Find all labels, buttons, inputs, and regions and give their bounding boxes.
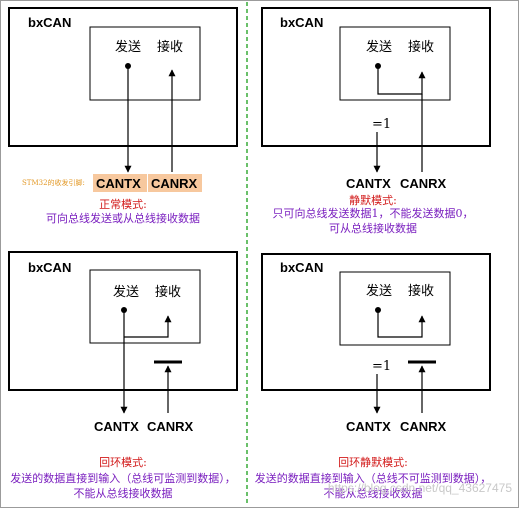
canrx-pin: CANRX — [400, 419, 447, 434]
cantx-pin: CANTX — [94, 419, 139, 434]
transceiver-box — [339, 26, 451, 101]
bxcan-block — [8, 251, 238, 391]
pin-note: STM32的收发引脚: — [22, 178, 85, 187]
cantx-pin: CANTX — [346, 419, 391, 434]
tx-label: 发送 — [366, 283, 392, 299]
internal-loop-arrow — [124, 315, 172, 338]
mode-description-line-2: 可从总线接收数据 — [329, 221, 417, 235]
mode-name: 正常模式: — [99, 198, 147, 211]
transceiver-box — [339, 271, 451, 346]
mode-name: 静默模式: — [349, 193, 397, 207]
mode-description-line-2: 不能从总线接收数据 — [324, 486, 423, 500]
canrx-pin: CANRX — [400, 176, 447, 191]
canrx-pin: CANRX — [151, 176, 198, 191]
bxcan-title: bxCAN — [28, 15, 71, 30]
watermark: https://blog.csdn.net/qq_43627475 — [328, 481, 512, 495]
mode-description-line-1: 只可向总线发送数据1，不能发送数据0， — [273, 206, 474, 220]
rx-label: 接收 — [155, 284, 181, 300]
tx-label: 发送 — [366, 39, 392, 55]
bxcan-block — [261, 7, 491, 147]
tx-label: 发送 — [113, 284, 139, 300]
panel-normal-mode: bxCAN 发送 接收 STM32的收发引脚: CANTX CANRX 正常模式… — [8, 7, 238, 225]
recessive-level: =1 — [372, 359, 391, 374]
rx-label: 接收 — [408, 283, 434, 299]
cantx-pin: CANTX — [346, 176, 391, 191]
bxcan-title: bxCAN — [280, 260, 323, 275]
rx-label: 接收 — [157, 39, 183, 55]
cantx-pin: CANTX — [96, 176, 141, 191]
mode-description-line-1: 可向总线发送或从总线接收数据 — [46, 211, 200, 225]
mode-name: 回环静默模式: — [338, 455, 408, 469]
bxcan-block — [8, 7, 238, 147]
internal-loop-arrow — [377, 310, 426, 338]
panel-loopback-silent-mode: bxCAN 发送 接收 =1 CANTX CANRX 回环静默模式: 发送的数据… — [255, 253, 492, 500]
rx-label: 接收 — [408, 39, 434, 55]
canrx-pin: CANRX — [147, 419, 194, 434]
cantx-highlight — [93, 174, 147, 192]
bxcan-title: bxCAN — [28, 260, 71, 275]
mode-description-line-1: 发送的数据直接到输入（总线不可监测到数据）， — [255, 471, 492, 485]
internal-loop-arrow — [377, 66, 426, 95]
recessive-level: =1 — [372, 117, 391, 132]
bxcan-title: bxCAN — [280, 15, 323, 30]
bxcan-block — [261, 253, 491, 391]
transceiver-box — [89, 269, 201, 344]
panel-loopback-mode: bxCAN 发送 接收 CANTX CANRX 回环模式: 发送的数据直接到输入… — [8, 251, 238, 500]
tx-label: 发送 — [115, 39, 141, 55]
canrx-highlight — [148, 174, 202, 192]
mode-description-line-2: 不能从总线接收数据 — [74, 486, 173, 500]
transceiver-box — [89, 26, 201, 101]
mode-description-line-1: 发送的数据直接到输入（总线可监测到数据）， — [10, 471, 236, 485]
mode-name: 回环模式: — [99, 456, 147, 469]
panel-silent-mode: bxCAN 发送 接收 =1 CANTX CANRX 静默模式: 只可向总线发送… — [261, 7, 491, 235]
